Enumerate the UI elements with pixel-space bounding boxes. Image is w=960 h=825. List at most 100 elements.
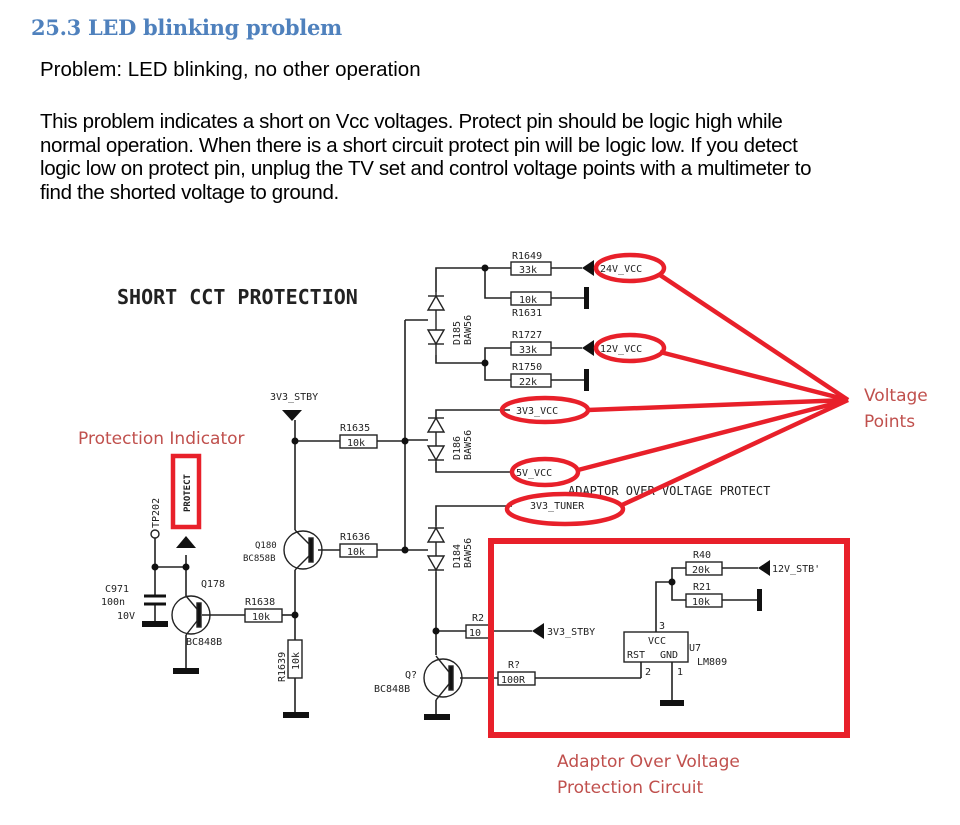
junction-dot (481, 264, 489, 272)
ground-icon (173, 668, 199, 674)
resistor-ref: R21 (693, 582, 711, 593)
ground-icon (142, 621, 168, 627)
resistor-ref: R1635 (340, 423, 370, 434)
transistor-q7 (423, 655, 463, 701)
ic-lm809 (623, 631, 689, 663)
ic-pin-label: RST (627, 650, 645, 661)
wire (435, 462, 510, 473)
resistor-r1649 (510, 261, 552, 276)
resistor-r1639 (287, 639, 303, 679)
resistor-value: 10k (347, 547, 365, 558)
resistor-value: 22k (519, 377, 537, 388)
ic-pin-number: 3 (659, 621, 665, 632)
ic-pin-label: VCC (648, 636, 666, 647)
net-label-5v: 5V_VCC (516, 468, 552, 479)
junction-dot (432, 627, 440, 635)
diode-d186 (426, 416, 446, 462)
pointer-line (577, 397, 849, 473)
resistor-r7 (497, 671, 536, 686)
pointer-line (621, 397, 849, 508)
ground-icon (660, 700, 684, 706)
description-paragraph: This problem indicates a short on Vcc vo… (40, 110, 960, 204)
ic-part: LM809 (697, 657, 727, 668)
resistor-ref: R1631 (512, 308, 542, 319)
wires (154, 267, 758, 715)
paragraph-line: find the shorted voltage to ground. (40, 180, 339, 204)
resistor-r1631 (510, 291, 552, 306)
resistor-r40 (685, 561, 723, 576)
transistor-q180 (283, 529, 323, 571)
transistor-q178 (171, 595, 211, 636)
resistor-r1727 (510, 341, 552, 356)
resistor-r1750 (510, 373, 552, 388)
ground-icon (584, 369, 589, 391)
test-point-icon (150, 529, 160, 539)
adaptor-circuit-label: Protection Circuit (557, 778, 703, 798)
transistor-part: BC858B (243, 554, 276, 564)
junction-dot (182, 563, 190, 571)
diode-ref: D184 (452, 544, 463, 568)
resistor-value: 20k (692, 565, 710, 576)
paragraph-line: This problem indicates a short on Vcc vo… (40, 110, 783, 133)
port-flag-icon (532, 623, 544, 639)
resistor-bodies (244, 261, 723, 686)
capacitor-ref: C971 (105, 584, 129, 595)
resistor-ref: R1639 (277, 652, 288, 682)
port-flag-icon (758, 560, 770, 576)
transistor-part: BC848B (186, 637, 222, 648)
junction-dot (401, 546, 409, 554)
resistor-ref: R1727 (512, 330, 542, 341)
capacitor-voltage: 10V (117, 611, 135, 622)
transistor-ref: Q? (405, 670, 417, 681)
adaptor-section-label: ADAPTOR OVER VOLTAGE PROTECT (568, 484, 770, 498)
junction-dot (481, 359, 489, 367)
diode-d185 (426, 292, 446, 355)
resistor-value: 10k (252, 612, 270, 623)
test-point-label: TP202 (151, 498, 162, 528)
transistor-ref: Q180 (255, 541, 277, 551)
transistor-symbols (171, 529, 463, 701)
highlight-ellipse (509, 456, 581, 488)
junction-dot (668, 578, 676, 586)
resistor-ref: R2 (472, 613, 484, 624)
wire (671, 567, 686, 582)
port-flag-icon (176, 536, 196, 548)
highlight-ellipse (504, 491, 626, 527)
port-flag-icon (582, 260, 594, 276)
protect-net-label: PROTECT (183, 473, 193, 512)
wire (435, 409, 510, 418)
problem-statement: Problem: LED blinking, no other operatio… (40, 58, 421, 81)
adaptor-circuit-label: Adaptor Over Voltage (557, 752, 740, 772)
resistor-ref: R1638 (245, 597, 275, 608)
net-label-3v3-tuner: 3V3_TUNER (530, 501, 585, 512)
ground-icon (757, 589, 762, 611)
ic-pin-number: 2 (645, 667, 651, 678)
pointer-line (658, 273, 850, 402)
schematic-title: SHORT CCT PROTECTION (117, 285, 358, 309)
capacitor-value: 100n (101, 597, 125, 608)
pointer-line (587, 397, 849, 413)
wire (435, 355, 511, 381)
net-label-3v3: 3V3_VCC (516, 406, 558, 417)
resistor-ref: R1750 (512, 362, 542, 373)
net-label-3v3-stby: 3V3_STBY (270, 392, 318, 403)
net-label-12v-stby: 12V_STB' (772, 564, 820, 575)
ground-icon (584, 287, 589, 309)
diode-part: BAW56 (463, 430, 474, 460)
resistor-value: 33k (519, 345, 537, 356)
wire (435, 267, 511, 299)
ic-pin-number: 1 (677, 667, 683, 678)
adaptor-circuit-box (488, 538, 850, 738)
transistor-part: BC848B (374, 684, 410, 695)
paragraph-line: logic low on protect pin, unplug the TV … (40, 157, 812, 180)
resistor-value: 10 (469, 628, 481, 639)
wire (435, 505, 512, 526)
resistor-value: 10k (291, 652, 302, 670)
voltage-points-label: Points (864, 412, 915, 432)
resistor-ref: R? (508, 660, 520, 671)
wire (671, 582, 686, 601)
junction-dot (291, 611, 299, 619)
pointer-line (659, 349, 849, 403)
diode-part: BAW56 (463, 538, 474, 568)
